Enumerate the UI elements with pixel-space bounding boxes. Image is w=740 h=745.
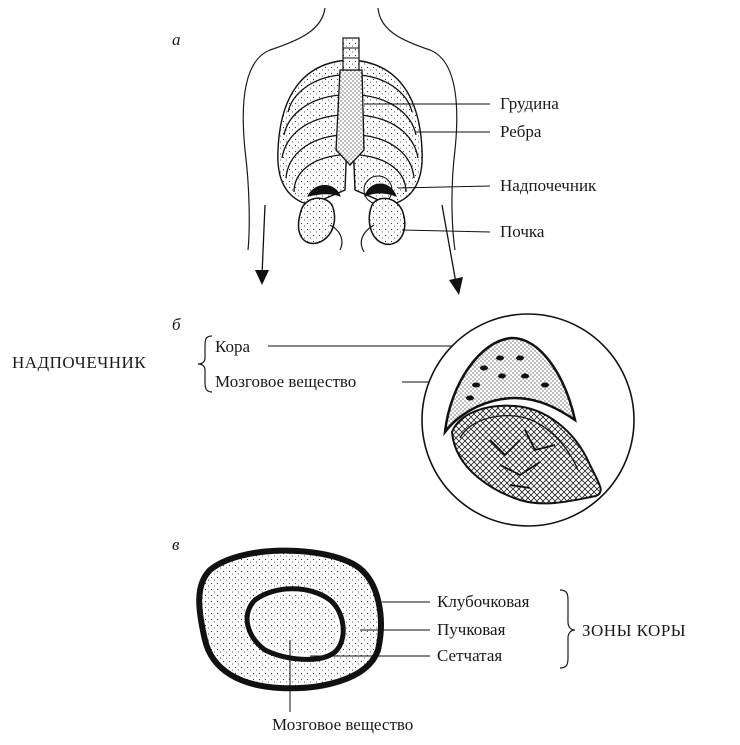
kidneys	[297, 197, 406, 253]
adrenal-gland-left	[307, 185, 341, 197]
panel-a-leaders	[364, 103, 491, 233]
rib-cage	[277, 37, 423, 206]
torso-outline	[242, 7, 458, 251]
label-zona-reticularis: Сетчатая	[437, 646, 502, 665]
panel-a: а	[172, 7, 597, 295]
label-zona-glomerulosa: Клубочковая	[437, 592, 530, 611]
direction-arrows	[255, 204, 463, 295]
label-kidney: Почка	[500, 222, 545, 241]
brace-left	[197, 335, 213, 393]
panel-b: б НАДПОЧЕЧНИК Кора Мозговое вещество	[12, 313, 635, 527]
group-label-cortex-zones: ЗОНЫ КОРЫ	[582, 621, 686, 640]
sternum	[335, 69, 365, 166]
kidney-section	[450, 404, 602, 505]
label-adrenal: Надпочечник	[500, 176, 597, 195]
panel-b-letter: б	[172, 315, 181, 334]
label-zona-fasciculata: Пучковая	[437, 620, 506, 639]
cortex-cap	[443, 336, 577, 437]
panel-c-letter: в	[172, 535, 180, 554]
label-medulla-bottom: Мозговое вещество	[272, 715, 413, 734]
label-cortex: Кора	[215, 337, 250, 356]
brace-right	[559, 589, 576, 669]
label-ribs: Ребра	[500, 122, 542, 141]
group-label-adrenal: НАДПОЧЕЧНИК	[12, 353, 146, 372]
panel-a-letter: а	[172, 30, 181, 49]
panel-c: в Клубочковая Пучковая Сетчатая ЗОНЫ КОР…	[172, 535, 686, 734]
adrenal-gland-right	[364, 183, 397, 197]
label-medulla: Мозговое вещество	[215, 372, 356, 391]
label-sternum: Грудина	[500, 94, 559, 113]
